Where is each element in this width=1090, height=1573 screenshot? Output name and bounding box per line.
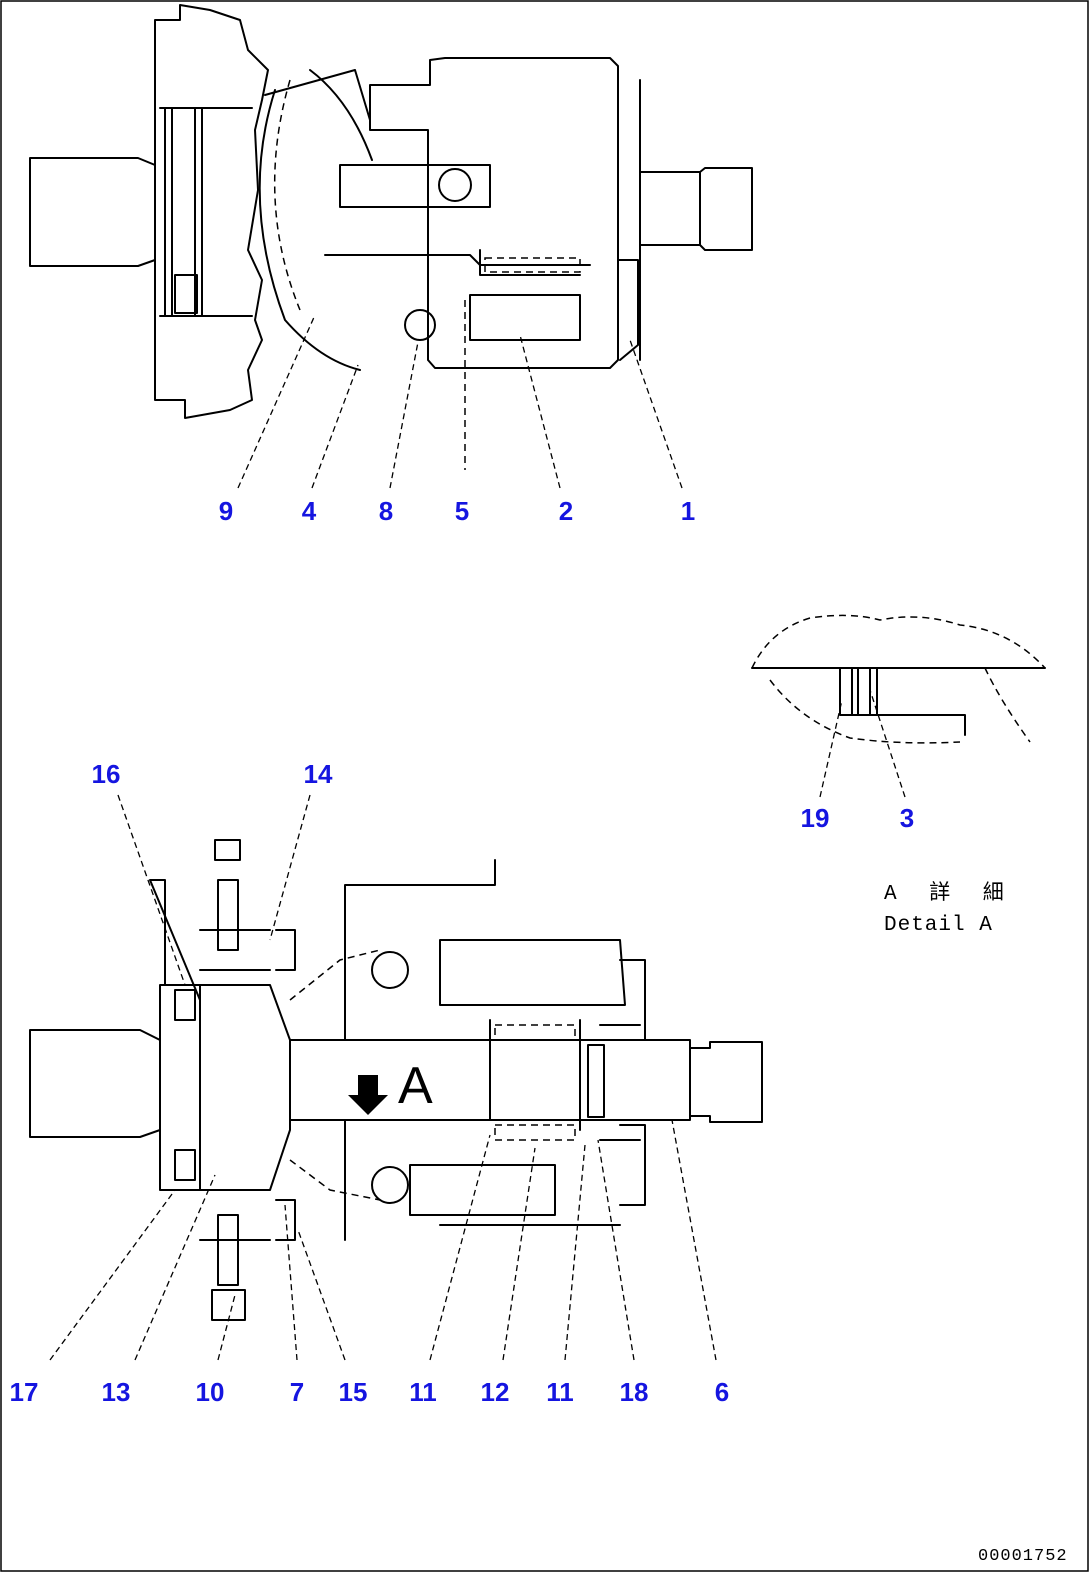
bottom-hub	[199, 984, 291, 1191]
top-housing	[154, 4, 269, 419]
detail-a-snap-ring	[851, 667, 878, 716]
top-leaders	[237, 314, 683, 489]
bottom-leaders	[49, 794, 717, 1361]
callout-11-left: 11	[409, 1377, 437, 1407]
servo-ball	[438, 168, 472, 202]
callout-2: 2	[558, 496, 574, 526]
callout-8: 8	[378, 496, 394, 526]
lower-bolt	[211, 1214, 246, 1321]
top-assembly-view	[29, 4, 753, 470]
bottom-cylinder-upper	[439, 939, 626, 1006]
callout-3: 3	[899, 803, 915, 833]
bottom-assembly-view	[29, 839, 763, 1321]
callout-15: 15	[338, 1377, 368, 1407]
callout-17: 17	[9, 1377, 39, 1407]
callout-9: 9	[218, 496, 234, 526]
callout-13: 13	[101, 1377, 131, 1407]
swash-plate	[258, 89, 361, 371]
callout-10: 10	[195, 1377, 225, 1407]
detail-a-view	[751, 614, 1046, 798]
upper-bolt	[214, 839, 241, 951]
top-bearing	[164, 107, 203, 317]
detail-a-seat	[839, 667, 966, 736]
section-marker-label: A	[398, 1057, 433, 1115]
detail-label-english: Detail A	[884, 914, 993, 937]
callout-5: 5	[454, 496, 470, 526]
bottom-piston	[409, 1164, 556, 1216]
top-spring	[484, 257, 581, 273]
top-shaft-left	[29, 157, 156, 267]
bottom-spring	[494, 1024, 576, 1141]
callout-16: 16	[91, 759, 121, 789]
callout-6: 6	[714, 1377, 730, 1407]
bottom-shaft-left	[29, 1029, 161, 1138]
top-end-cover	[369, 57, 619, 369]
top-shaft-right	[639, 167, 753, 251]
bottom-end-cover	[619, 959, 646, 1206]
callout-1: 1	[680, 496, 696, 526]
drawing-number: 00001752	[978, 1547, 1068, 1566]
callout-12: 12	[480, 1377, 510, 1407]
top-cylinder-block	[469, 294, 581, 341]
section-arrow	[348, 1075, 388, 1115]
callout-11-right: 11	[546, 1377, 574, 1407]
callout-19: 19	[800, 803, 830, 833]
detail-label-japanese: A 詳 細	[884, 883, 1014, 906]
callout-18: 18	[619, 1377, 649, 1407]
bottom-shaft-right	[689, 1041, 763, 1123]
callout-4: 4	[301, 496, 317, 526]
callout-14: 14	[303, 759, 333, 789]
callout-7: 7	[289, 1377, 305, 1407]
servo-piston	[339, 164, 491, 208]
